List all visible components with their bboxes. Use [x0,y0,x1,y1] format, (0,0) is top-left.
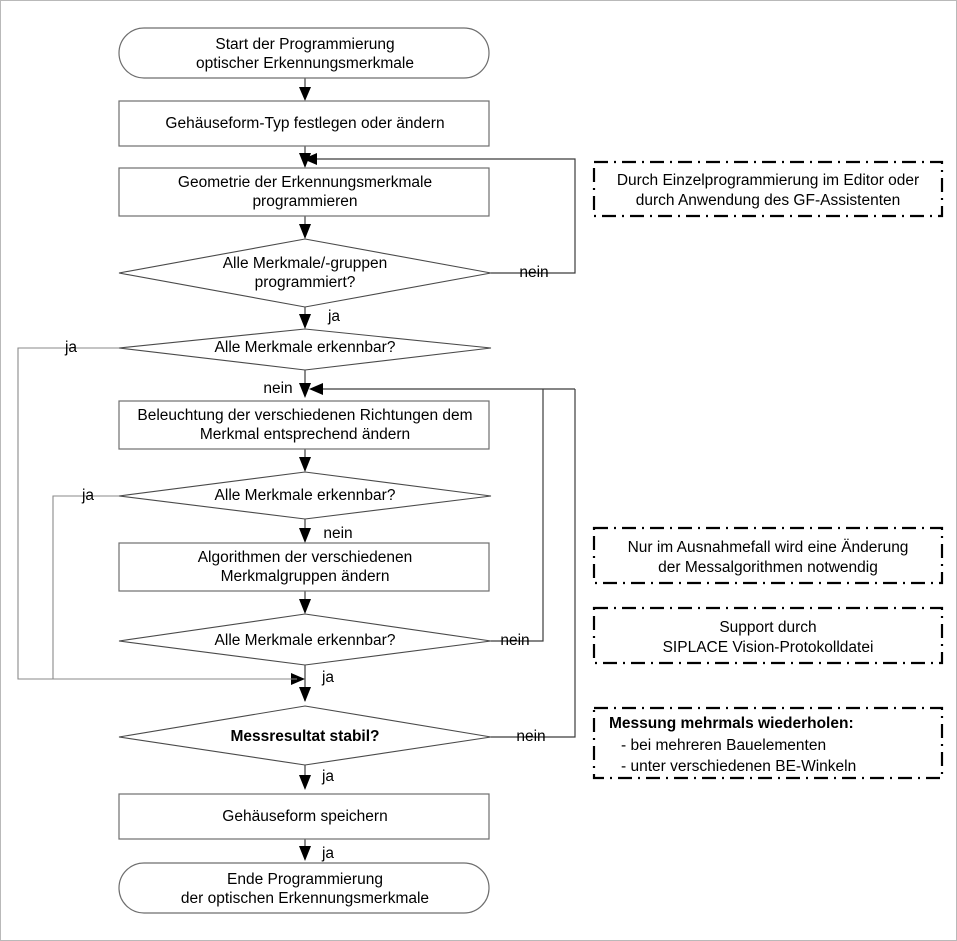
arrowhead-gruppen-nein-loop [303,153,317,165]
note-support-line1: Support durch [719,619,816,636]
arrowhead-start-to-gehaeuseform [299,87,311,101]
gruppen-label-line2: programmiert? [255,274,356,291]
arrowhead-beleuchtung-to-erkennbar2 [299,457,311,472]
arrowhead-messresultat-ja [299,775,311,790]
note-editor-line1: Durch Einzelprogrammierung im Editor ode… [617,172,919,189]
edge-label-speichern-ja: ja [321,845,334,862]
erkennbar3-label: Alle Merkmale erkennbar? [215,632,396,649]
geometrie-label-line1: Geometrie der Erkennungsmerkmale [178,174,432,191]
arrowhead-algorithmen-to-erkennbar3 [299,599,311,614]
erkennbar1-label: Alle Merkmale erkennbar? [215,339,396,356]
note-editor: Durch Einzelprogrammierung im Editor ode… [592,160,944,218]
speichern-label: Gehäuseform speichern [222,808,387,825]
edge-label-messresultat-nein: nein [516,728,545,745]
edge-gruppen-nein-loop [311,158,576,274]
algorithmen-label-line2: Merkmalgruppen ändern [221,568,390,585]
gehaeuseform-label-line1: Gehäuseform-Typ festlegen oder ändern [165,115,444,132]
edge-label-layer: nein ja ja nein ja nein nein ja nein ja … [64,264,549,862]
erkennbar2-label: Alle Merkmale erkennbar? [215,487,396,504]
node-speichern[interactable]: Gehäuseform speichern [118,793,490,840]
algorithmen-shape [118,542,490,592]
gehaeuseform-shape [118,100,490,147]
note-messung: Messung mehrmals wiederholen: - bei mehr… [592,706,944,780]
node-decision-messresultat[interactable]: Messresultat stabil? [118,705,492,766]
node-algorithmen[interactable]: Algorithmen der verschiedenen Merkmalgru… [118,542,490,592]
edge-label-erkennbar2-ja: ja [81,487,94,504]
start-label-line2: optischer Erkennungsmerkmale [196,55,414,72]
edge-label-gruppen-ja: ja [327,308,340,325]
geometrie-shape [118,167,490,217]
note-editor-box [592,160,944,218]
beleuchtung-shape [118,400,490,450]
end-shape [118,862,490,914]
connector-layer [17,78,576,861]
messresultat-label: Messresultat stabil? [230,728,379,745]
algorithmen-label-line1: Algorithmen der verschiedenen [198,549,413,566]
beleuchtung-label-line2: Merkmal entsprechend ändern [200,426,410,443]
messresultat-diamond-shape [118,705,492,766]
note-messung-line2: - bei mehreren Bauelementen [621,737,826,754]
edge-messresultat-nein-loop [491,389,576,738]
speichern-shape [118,793,490,840]
edge-label-messresultat-ja: ja [321,768,334,785]
node-gehaeuseform-typ[interactable]: Gehäuseform-Typ festlegen oder ändern [118,100,490,147]
gruppen-diamond-shape [118,238,492,308]
note-support-box [592,606,944,665]
node-decision-erkennbar-1[interactable]: Alle Merkmale erkennbar? [118,328,492,371]
note-ausnahmefall: Nur im Ausnahmefall wird eine Änderung d… [592,526,944,585]
arrowhead-speichern-to-end [299,846,311,861]
arrowhead-erkennbar1-ja-loop [291,673,305,685]
arrowhead-erkennbar3-ja [299,687,311,702]
note-support-line2: SIPLACE Vision-Protokolldatei [663,639,874,656]
node-decision-merkmale-gruppen[interactable]: Alle Merkmale/-gruppen programmiert? [118,238,492,308]
node-geometrie[interactable]: Geometrie der Erkennungsmerkmale program… [118,167,490,217]
arrowhead-gruppen-ja [299,314,311,329]
end-label-line2: der optischen Erkennungsmerkmale [181,890,429,907]
note-messung-line3: - unter verschiedenen BE-Winkeln [621,758,856,775]
gruppen-label-line1: Alle Merkmale/-gruppen [223,255,388,272]
note-messung-line1: Messung mehrmals wiederholen: [609,715,854,732]
edge-erkennbar3-nein-loop [491,389,544,642]
start-label-line1: Start der Programmierung [215,36,394,53]
erkennbar2-diamond-shape [118,471,492,520]
arrowhead-geometrie-to-gruppen [299,224,311,239]
edge-label-erkennbar2-nein: nein [323,525,352,542]
edge-label-erkennbar1-ja: ja [64,339,77,356]
erkennbar3-diamond-shape [118,613,492,666]
arrowhead-return-into-beleuchtung [309,383,323,395]
edge-erkennbar2-ja-loop [52,495,297,680]
note-ausnahmefall-line2: der Messalgorithmen notwendig [658,559,878,576]
node-start[interactable]: Start der Programmierung optischer Erken… [118,27,490,79]
beleuchtung-label-line1: Beleuchtung der verschiedenen Richtungen… [137,407,472,424]
note-ausnahmefall-line1: Nur im Ausnahmefall wird eine Änderung [628,539,909,556]
note-editor-line2: durch Anwendung des GF-Assistenten [636,192,901,209]
note-ausnahmefall-box [592,526,944,585]
arrowhead-gehaeuseform-to-geometrie [299,153,311,168]
arrowhead-erkennbar1-nein [299,383,311,398]
note-support: Support durch SIPLACE Vision-Protokollda… [592,606,944,665]
edge-label-erkennbar3-ja: ja [321,669,334,686]
start-shape [118,27,490,79]
note-messung-box [592,706,944,780]
arrowhead-erkennbar2-nein [299,528,311,543]
node-beleuchtung[interactable]: Beleuchtung der verschiedenen Richtungen… [118,400,490,450]
geometrie-label-line2: programmieren [252,193,357,210]
edge-label-erkennbar1-nein: nein [263,380,292,397]
edge-label-gruppen-nein: nein [519,264,548,281]
node-end[interactable]: Ende Programmierung der optischen Erkenn… [118,862,490,914]
end-label-line1: Ende Programmierung [227,871,383,888]
node-decision-erkennbar-2[interactable]: Alle Merkmale erkennbar? [118,471,492,520]
erkennbar1-diamond-shape [118,328,492,371]
edge-label-erkennbar3-nein: nein [500,632,529,649]
node-decision-erkennbar-3[interactable]: Alle Merkmale erkennbar? [118,613,492,666]
